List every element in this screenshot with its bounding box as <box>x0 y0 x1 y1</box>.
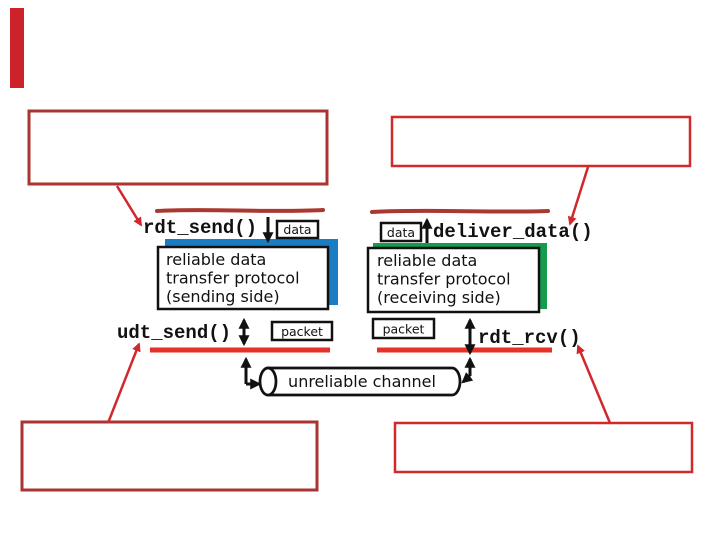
callout-box-bottom-right <box>393 421 694 474</box>
cylinder-left-cap <box>258 366 278 397</box>
receiver-white-box <box>366 246 541 314</box>
packet-box-receiver-rect <box>371 317 436 340</box>
data-box-receiver-label: data <box>387 225 415 240</box>
sender-box-line3: (sending side) <box>166 287 280 306</box>
annotation-arrow-top-left <box>115 185 143 227</box>
receiver-box-line1: reliable data <box>377 251 477 270</box>
annotation-arrow-bottom-right <box>576 344 612 424</box>
sender-protocol-box: reliable data transfer protocol (sending… <box>156 239 338 311</box>
upper-layer-line-right <box>370 208 550 214</box>
annotation-arrow-bottom-left <box>106 342 141 424</box>
callout-box-top-right <box>390 115 692 168</box>
callout-box-bottom-left <box>20 420 319 492</box>
sender-box-line2: transfer protocol <box>166 269 300 288</box>
data-box-receiver: data <box>379 221 423 243</box>
packet-box-sender-rect <box>270 320 334 342</box>
upper-layer-line-left <box>155 208 325 213</box>
data-box-receiver-rect <box>379 221 423 243</box>
packet-box-receiver-label: packet <box>383 322 425 337</box>
rdt-send-label: rdt_send() <box>143 217 257 239</box>
data-box-sender-label: data <box>283 222 311 237</box>
annotation-arrow-top-right <box>567 166 590 226</box>
sender-white-box <box>156 245 330 311</box>
slide-accent-bar <box>10 8 24 88</box>
packet-box-receiver: packet <box>371 317 436 340</box>
cylinder-body <box>266 366 462 397</box>
data-box-sender: data <box>275 219 320 240</box>
unreliable-channel-label: unreliable channel <box>288 372 436 391</box>
receiver-box-line2: transfer protocol <box>377 270 511 289</box>
rdt-rcv-label: rdt_rcv() <box>478 327 581 349</box>
unreliable-channel-cylinder: unreliable channel <box>258 366 462 397</box>
data-box-sender-rect <box>275 219 320 240</box>
sender-box-line1: reliable data <box>166 250 266 269</box>
packet-box-sender: packet <box>270 320 334 342</box>
udt-send-label: udt_send() <box>117 322 231 344</box>
packet-box-sender-label: packet <box>281 324 323 339</box>
deliver-data-label: deliver_data() <box>433 221 593 243</box>
callout-box-top-left <box>27 109 329 186</box>
receiver-protocol-box: reliable data transfer protocol (receivi… <box>366 243 547 314</box>
receiver-box-line3: (receiving side) <box>377 288 501 307</box>
channel-out-arrow-elbow <box>461 372 474 384</box>
